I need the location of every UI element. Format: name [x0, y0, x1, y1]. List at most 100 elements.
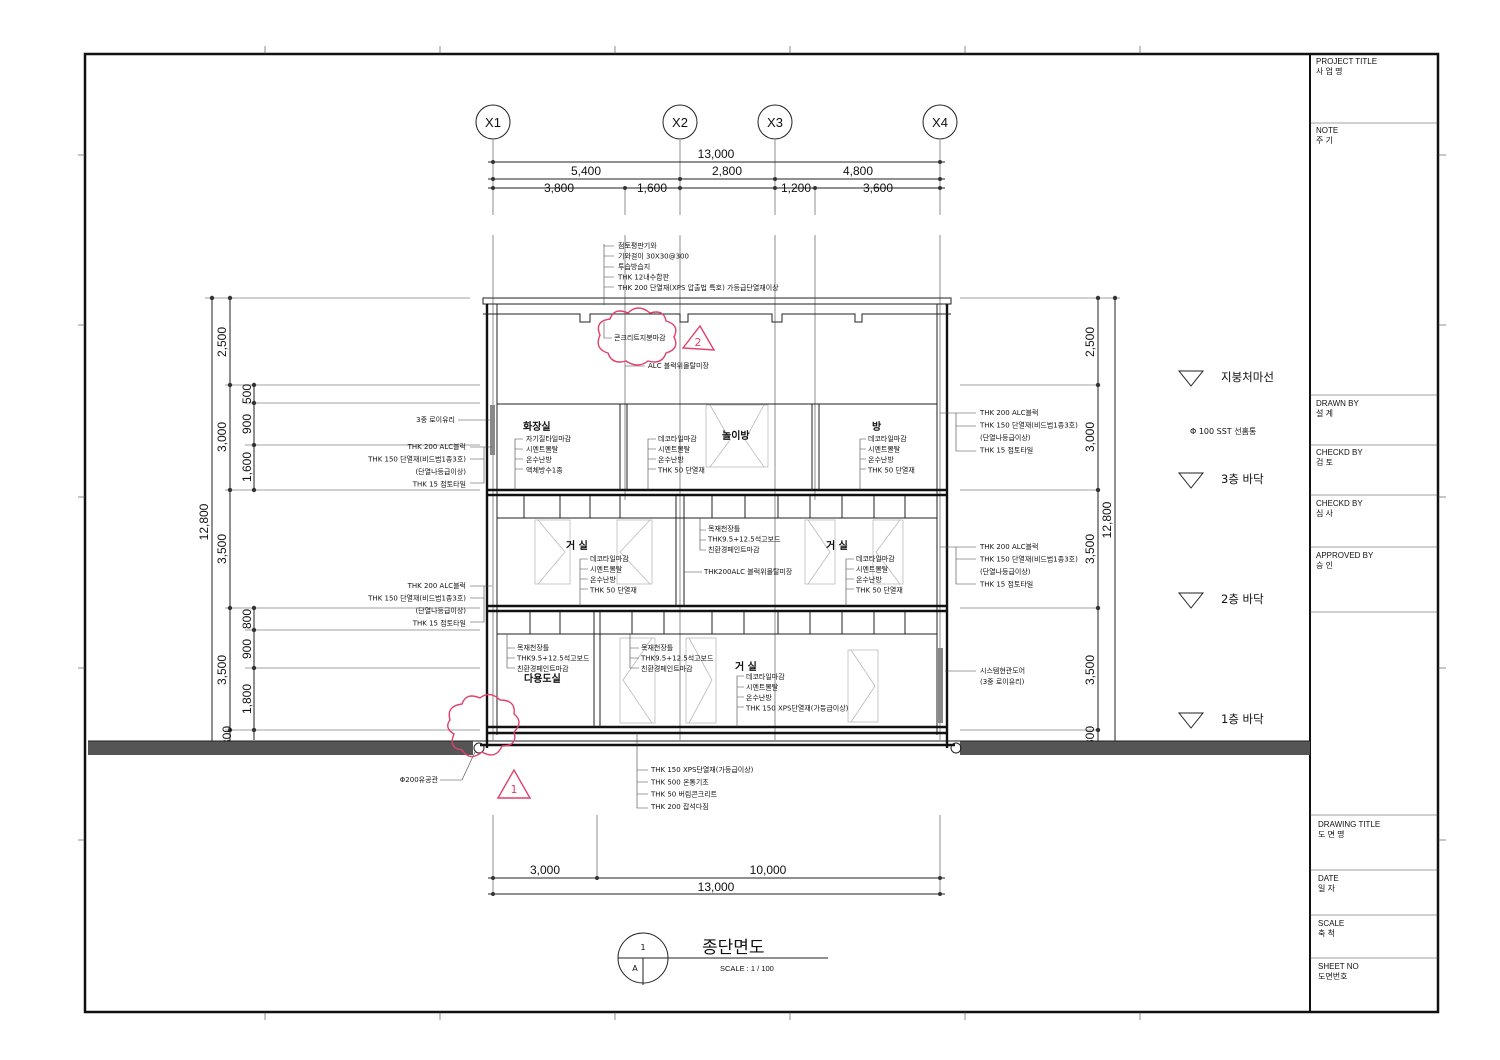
note-line: THK9.5+12.5석고보드 — [707, 535, 781, 544]
checkd-by-label-1-kr: 검 토 — [1316, 457, 1333, 467]
note-group: THK 200 ALC블럭 THK 150 단열재(비드법1종3호) (단열나등급이… — [367, 581, 466, 628]
grid-label-x1: X1 — [485, 115, 501, 130]
note-group: Φ200유공관 — [400, 775, 439, 784]
drawing-title-label-kr: 도 면 명 — [1318, 829, 1345, 839]
dim-top: 1,200 — [781, 181, 811, 195]
dim-left-detail: 800 — [240, 609, 254, 629]
dim-top: 2,800 — [712, 164, 742, 178]
grid-label-x2: X2 — [672, 115, 688, 130]
room-label-toilet: 화장실 — [523, 420, 551, 433]
level-triangle-icon — [1177, 472, 1205, 489]
dim-total-top: 13,000 — [698, 147, 735, 161]
grid-bubble-x1 — [475, 104, 511, 140]
dim-left-detail: 900 — [240, 639, 254, 659]
note-line: 온수난방 — [590, 575, 616, 584]
drawing-sheet: A — [632, 964, 638, 973]
revision-triangle-2 — [681, 324, 716, 351]
note-line: THK 150 XPS단열재(가등급이상) — [650, 765, 754, 774]
dim-bottom: 10,000 — [750, 863, 787, 877]
note-line: 친환경페인트마감 — [708, 545, 760, 554]
left-dimensions: 12,800 2,500 3,000 3,500 3,500 500 900 1… — [197, 295, 257, 748]
note-line: THK 200 ALC블럭 — [407, 442, 466, 451]
note-line: THK 15 점토타일 — [412, 619, 466, 628]
checkd-by-label-2: CHECKD BY — [1316, 499, 1363, 508]
scale-label: SCALE — [1318, 919, 1344, 928]
drawn-by-label: DRAWN BY — [1316, 399, 1359, 408]
date-label: DATE — [1318, 874, 1339, 883]
dim-left-detail: 500 — [240, 384, 254, 404]
drawn-by-label-kr: 설 계 — [1316, 408, 1333, 418]
dim-top: 3,600 — [863, 181, 893, 195]
note-line: (단열나등급이상) — [415, 606, 466, 615]
note-line: THK 50 단열재 — [657, 466, 705, 475]
note-line: (단열나등급이상) — [980, 433, 1031, 442]
note-group: ALC 블럭위몰탈미장 — [648, 361, 709, 370]
level-label-2f: 2층 바닥 — [1221, 592, 1264, 606]
dim-top: 4,800 — [843, 164, 873, 178]
note-line: THK 200 ALC블럭 — [407, 581, 466, 590]
note-line: 친환경페인트마감 — [517, 664, 569, 673]
note-line: 시멘트몰탈 — [658, 445, 691, 454]
downpipe-note: Φ 100 SST 선홈통 — [1190, 426, 1256, 436]
note-line: 온수난방 — [658, 455, 684, 464]
dim-left-detail: 900 — [240, 414, 254, 434]
room-label-living-1f: 거 실 — [735, 660, 757, 673]
room-labels: 화장실 놀이방 방 거 실 거 실 다용도실 거 실 — [523, 420, 882, 685]
grid-label-x4: X4 — [932, 115, 948, 130]
note-line: THK 50 단열재 — [855, 586, 903, 595]
dim-left: 2,500 — [215, 327, 229, 357]
note-line: 시멘트몰탈 — [526, 445, 559, 454]
approved-by-label: APPROVED BY — [1316, 551, 1374, 560]
room-label-living-2f-left: 거 실 — [566, 539, 588, 552]
edge-ticks — [78, 46, 1446, 1020]
note-line: 데코타일마감 — [868, 434, 907, 443]
level-lines — [205, 297, 1120, 731]
note-line: (단열나등급이상) — [415, 467, 466, 476]
revision-cloud-2: 2 — [597, 307, 716, 366]
room-label-living-2f-right: 거 실 — [826, 539, 848, 552]
dim-right: 3,500 — [1083, 655, 1097, 685]
note-line: THK 12내수합판 — [617, 273, 670, 282]
room-label-playroom: 놀이방 — [722, 429, 750, 442]
ground — [88, 740, 1310, 755]
room-label-utility: 다용도실 — [524, 672, 561, 685]
level-triangle-icon — [1177, 370, 1205, 387]
drawing-title-label: DRAWING TITLE — [1318, 820, 1380, 829]
note-line: 투습방습지 — [618, 262, 650, 271]
sheet-no-label: SHEET NO — [1318, 962, 1359, 971]
note-group: 시스템현관도어(3중 로이유리) — [980, 666, 1025, 686]
note-line: 온수난방 — [856, 575, 882, 584]
dim-top: 1,600 — [637, 181, 667, 195]
title-block: PROJECT TITLE 사 업 명 NOTE 주 기 DRAWN BY 설 … — [1309, 54, 1438, 1012]
grid-bubble-x4 — [922, 104, 958, 140]
approved-by-label-kr: 승 인 — [1316, 560, 1333, 570]
note-line: 친환경페인트마감 — [641, 664, 693, 673]
project-title-label: PROJECT TITLE — [1316, 57, 1377, 66]
note-group: 콘크리트지붕마감 — [614, 333, 666, 342]
note-line: THK 150 단열재(비드법1종3호) — [367, 594, 466, 603]
level-triangle-icon — [1177, 712, 1205, 729]
note-line: THK9.5+12.5석고보드 — [516, 654, 590, 663]
top-dimensions: 13,000 5,400 2,800 4,800 3,800 1,600 1,2… — [488, 147, 945, 195]
note-line: THK 200 잡석다짐 — [650, 802, 709, 811]
note-line: Φ200유공관 — [400, 775, 439, 784]
dim-left-detail: 1,800 — [240, 684, 254, 714]
note-line: 데코타일마감 — [658, 434, 697, 443]
revision-number-1: 1 — [511, 783, 518, 796]
note-line: 데코타일마감 — [746, 672, 785, 681]
note-line: ALC 블럭위몰탈미장 — [648, 361, 709, 370]
leader-lines — [440, 244, 976, 809]
note-line: 목재천장틀 — [641, 643, 674, 652]
dim-total-left: 12,800 — [197, 503, 211, 540]
